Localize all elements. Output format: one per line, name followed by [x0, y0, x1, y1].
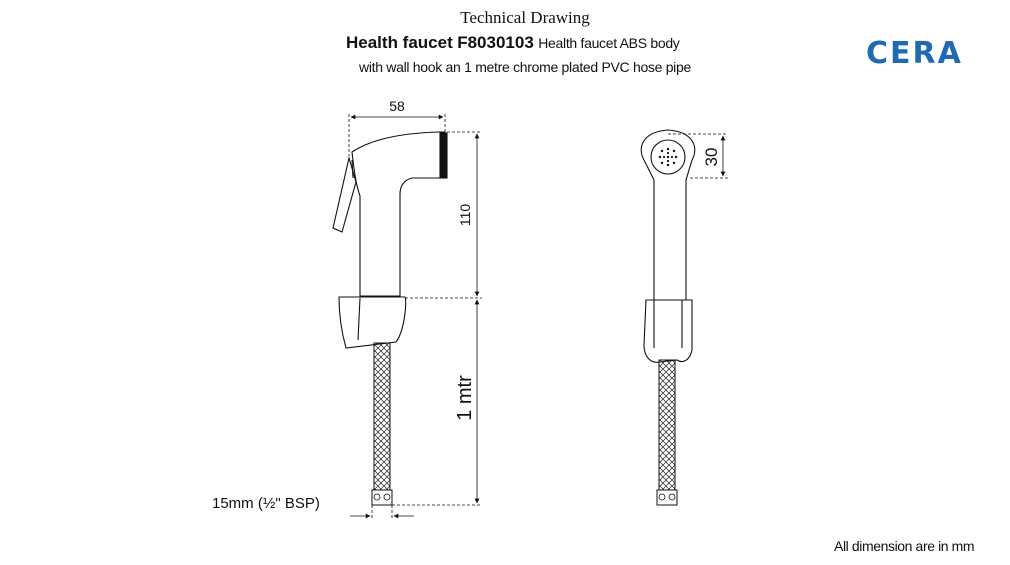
product-description-line2: with wall hook an 1 metre chrome plated … — [359, 59, 691, 75]
model-code: F8030103 — [457, 33, 534, 52]
dimension-head-height — [405, 131, 482, 299]
dimension-head-height-label: 110 — [457, 204, 473, 227]
units-footnote: All dimension are in mm — [834, 538, 975, 554]
side-view: 58 110 1 mtr 15mm (½" BSP) — [212, 98, 482, 520]
product-description: Health faucet ABS body — [538, 35, 680, 51]
dimension-nozzle-label: 30 — [702, 148, 721, 167]
product-heading: Health faucet F8030103 Health faucet ABS… — [346, 33, 680, 53]
drawing-title: Technical Drawing — [460, 8, 590, 27]
faucet-head-front — [640, 129, 696, 363]
dimension-hose-length — [392, 299, 482, 506]
product-name: Health faucet — [346, 33, 453, 52]
dimension-width-label: 58 — [389, 98, 405, 114]
dimension-thread-label: 15mm (½" BSP) — [212, 495, 320, 512]
dimension-hose-length-label: 1 mtr — [454, 375, 476, 421]
dimension-thread — [350, 505, 414, 520]
hose-front — [656, 359, 678, 506]
faucet-head-side — [332, 131, 448, 349]
dimension-nozzle — [668, 133, 728, 179]
nozzle-holes — [658, 147, 678, 167]
dimension-width — [348, 114, 446, 156]
hose-side — [371, 342, 393, 506]
front-view: 30 — [640, 129, 728, 506]
cera-logo: CERA — [866, 36, 963, 71]
